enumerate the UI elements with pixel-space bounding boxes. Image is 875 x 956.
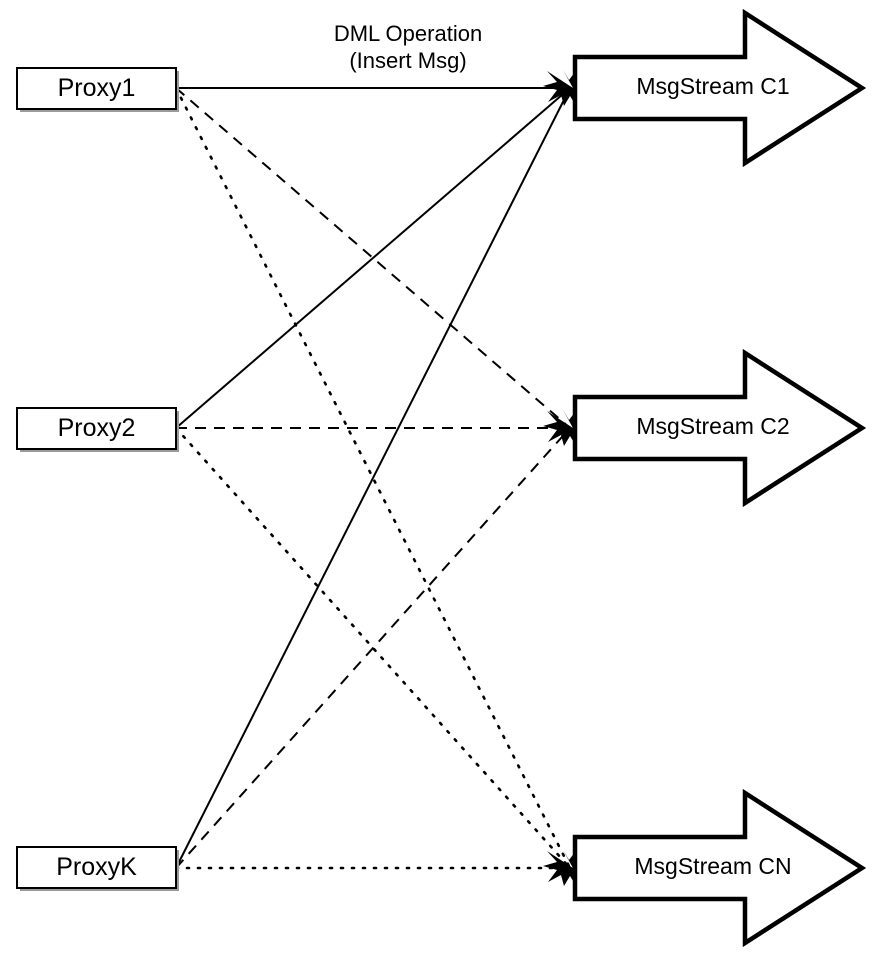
- arrowhead-head-c1: [543, 70, 575, 106]
- link-proxy1-to-c2: [175, 87, 571, 429]
- streams-layer: MsgStream C1 MsgStream C2 MsgStream CN: [572, 8, 867, 948]
- proxy-node-proxyK-label: ProxyK: [56, 853, 137, 881]
- msgstream-c1-label: MsgStream C1: [636, 73, 789, 99]
- msgstream-cn[interactable]: MsgStream CN: [572, 788, 867, 948]
- msgstream-c2-shape: [572, 348, 867, 508]
- proxy-node-proxy1-box: [16, 67, 177, 110]
- arrowhead-head-cn: [543, 850, 575, 886]
- link-proxy1-to-cn: [174, 86, 572, 870]
- proxy-node-proxy2-label: Proxy2: [58, 414, 136, 442]
- proxy-node-proxy2-box: [16, 407, 177, 450]
- link-proxyK-to-c2: [175, 427, 571, 869]
- link-proxyK-to-c1: [175, 87, 571, 869]
- arrowhead-head-c2: [543, 410, 575, 446]
- proxy-node-proxyK-box: [16, 846, 177, 889]
- msgstream-c1-shape: [572, 8, 867, 168]
- msgstream-cn-shape: [572, 788, 867, 948]
- dml-operation-label-line2: (Insert Msg): [349, 48, 466, 73]
- link-proxy2-to-cn: [174, 426, 572, 870]
- proxy-node-proxy1[interactable]: Proxy1: [16, 67, 179, 112]
- link-proxy2-to-c1: [175, 87, 571, 429]
- msgstream-c2[interactable]: MsgStream C2: [572, 348, 867, 508]
- proxy-node-proxy2[interactable]: Proxy2: [16, 407, 179, 452]
- msgstream-c2-label: MsgStream C2: [636, 413, 789, 439]
- links-layer: [174, 86, 572, 870]
- proxy-node-proxy1-label: Proxy1: [58, 74, 136, 102]
- proxy-node-proxyK[interactable]: ProxyK: [16, 846, 179, 891]
- arrowheads-layer: [543, 70, 575, 886]
- msgstream-cn-label: MsgStream CN: [634, 853, 791, 879]
- msgstream-c1[interactable]: MsgStream C1: [572, 8, 867, 168]
- dml-operation-label: DML Operation (Insert Msg): [334, 21, 482, 73]
- dml-operation-label-line1: DML Operation: [334, 21, 482, 46]
